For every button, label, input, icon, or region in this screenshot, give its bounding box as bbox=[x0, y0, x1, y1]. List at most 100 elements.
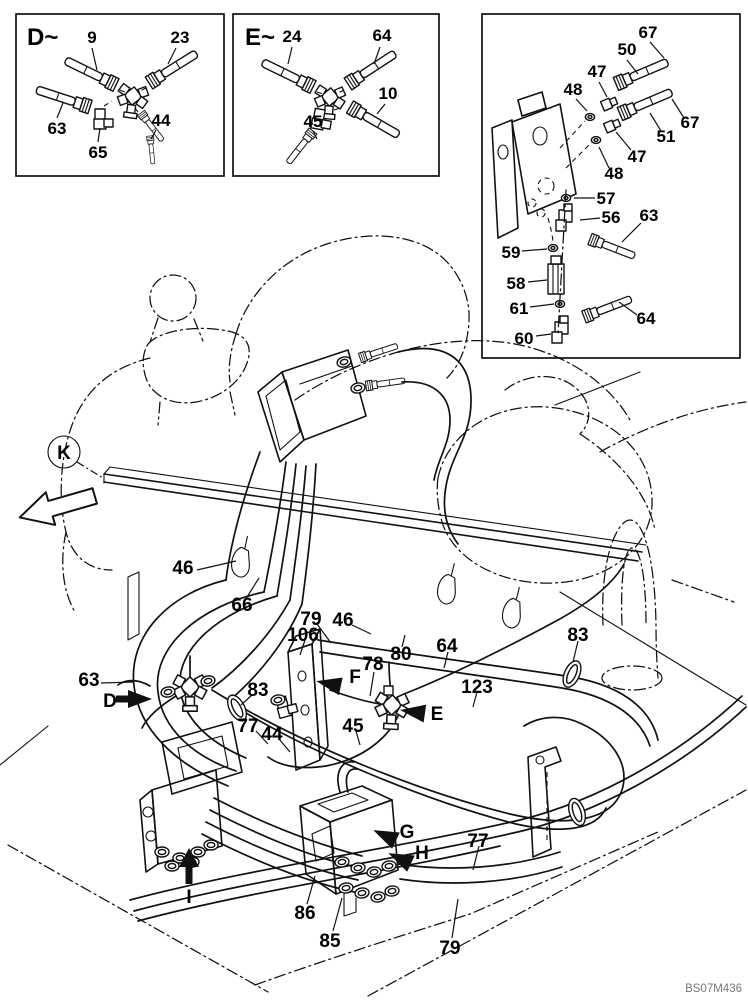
leader-61 bbox=[529, 303, 555, 308]
leader-51 bbox=[649, 112, 662, 132]
leader-50 bbox=[626, 59, 639, 75]
leader-64-detail bbox=[618, 301, 638, 316]
callout-45: 45 bbox=[342, 716, 364, 737]
callout-66: 66 bbox=[231, 595, 252, 616]
callout-123: 123 bbox=[461, 677, 493, 698]
phantom-outlines bbox=[0, 235, 747, 997]
inset-valve-frame bbox=[481, 13, 741, 359]
direction-arrow bbox=[18, 487, 98, 526]
inset-e-title: E~ bbox=[245, 24, 275, 51]
leader-48b bbox=[598, 146, 610, 169]
port-plate-106 bbox=[269, 628, 329, 771]
leader-63 bbox=[56, 102, 64, 119]
inset-detail-d: D~ 9 23 63 65 44 bbox=[15, 13, 225, 177]
inset-valve-drawing bbox=[491, 54, 675, 344]
inset-d-drawing bbox=[33, 46, 201, 165]
support-bracket bbox=[527, 746, 562, 858]
e-cross-fitting bbox=[373, 685, 411, 731]
callout-23: 23 bbox=[171, 28, 190, 47]
leader-64 bbox=[373, 46, 381, 65]
callout-45-inset-e: 45 bbox=[304, 112, 323, 131]
leader-10 bbox=[376, 103, 386, 115]
left-manifold bbox=[139, 673, 243, 873]
right-valve-block bbox=[299, 761, 401, 917]
callout-44-inset-d: 44 bbox=[152, 111, 171, 130]
detail-letter-i: I bbox=[186, 887, 191, 908]
leader-48a bbox=[575, 98, 588, 112]
callout-77-b: 77 bbox=[467, 831, 488, 852]
callout-64: 64 bbox=[436, 636, 458, 657]
callout-79-b: 79 bbox=[439, 938, 460, 959]
callout-64-inset-e: 64 bbox=[373, 26, 392, 45]
leader-56 bbox=[579, 217, 601, 221]
main-leaders bbox=[100, 560, 579, 939]
hose-bundle bbox=[117, 347, 747, 922]
callout-106: 106 bbox=[287, 625, 319, 646]
callout-10: 10 bbox=[379, 84, 398, 103]
detail-arrows bbox=[116, 672, 427, 884]
callout-51: 51 bbox=[657, 127, 676, 146]
leader-24 bbox=[287, 46, 293, 65]
detail-letter-e: E bbox=[431, 704, 444, 725]
callout-64-detail: 64 bbox=[637, 309, 656, 328]
callout-58: 58 bbox=[507, 274, 526, 293]
callout-83-b: 83 bbox=[567, 625, 588, 646]
callout-85: 85 bbox=[319, 931, 341, 952]
inset-detail-valve: 67 50 47 48 67 51 47 48 57 56 63 59 58 6… bbox=[481, 13, 741, 359]
leader-58 bbox=[527, 279, 548, 283]
detail-letter-f: F bbox=[349, 667, 361, 688]
inset-e-drawing bbox=[258, 46, 403, 167]
callout-9: 9 bbox=[87, 28, 96, 47]
leader-47b bbox=[615, 131, 632, 151]
callout-67-b: 67 bbox=[681, 113, 700, 132]
pilot-valve-assembly bbox=[257, 340, 406, 463]
callout-65: 65 bbox=[89, 143, 108, 162]
leader-67a bbox=[649, 41, 665, 59]
callout-63-detail: 63 bbox=[640, 206, 659, 225]
view-k-circle bbox=[47, 435, 81, 469]
callout-48-a: 48 bbox=[564, 80, 583, 99]
leader-59 bbox=[521, 248, 548, 252]
mounting-rail bbox=[103, 466, 647, 562]
callout-61: 61 bbox=[510, 299, 529, 318]
callout-24: 24 bbox=[283, 27, 302, 46]
callout-79-a: 79 bbox=[300, 609, 321, 630]
callout-60: 60 bbox=[515, 329, 534, 348]
detail-letter-g: G bbox=[400, 822, 415, 843]
detail-letter-h: H bbox=[415, 843, 429, 864]
leader-9 bbox=[91, 47, 98, 71]
inset-d-title: D~ bbox=[27, 24, 58, 51]
callout-56: 56 bbox=[602, 208, 621, 227]
inset-detail-e: E~ 24 64 10 45 bbox=[232, 13, 440, 177]
callout-67-a: 67 bbox=[639, 23, 658, 42]
leader-60 bbox=[535, 333, 552, 337]
callout-63: 63 bbox=[78, 670, 99, 691]
arrow-i bbox=[179, 848, 199, 884]
leader-63-detail bbox=[621, 222, 642, 243]
callout-48-b: 48 bbox=[605, 164, 624, 183]
callout-86: 86 bbox=[294, 903, 315, 924]
callout-46-b: 46 bbox=[332, 610, 353, 631]
main-view: K bbox=[0, 235, 747, 997]
callout-78: 78 bbox=[362, 654, 383, 675]
leader-44 bbox=[150, 129, 157, 140]
callout-63-inset-d: 63 bbox=[48, 119, 67, 138]
callout-57: 57 bbox=[597, 189, 616, 208]
leader-65 bbox=[97, 127, 101, 143]
callout-50: 50 bbox=[618, 40, 637, 59]
leader-23 bbox=[167, 47, 177, 65]
callout-77-a: 77 bbox=[237, 716, 258, 737]
hose-clamps bbox=[223, 533, 590, 829]
detail-letter-d: D bbox=[103, 691, 117, 712]
leader-47a bbox=[598, 81, 608, 98]
callout-47-b: 47 bbox=[628, 147, 647, 166]
callout-80: 80 bbox=[390, 644, 411, 665]
arrow-d bbox=[116, 690, 152, 708]
callout-46-a: 46 bbox=[172, 558, 193, 579]
callout-83-a: 83 bbox=[247, 680, 268, 701]
view-k-label: K bbox=[57, 443, 71, 464]
figure-ref-code: BS07M436 bbox=[685, 983, 742, 995]
callout-44: 44 bbox=[261, 724, 283, 745]
